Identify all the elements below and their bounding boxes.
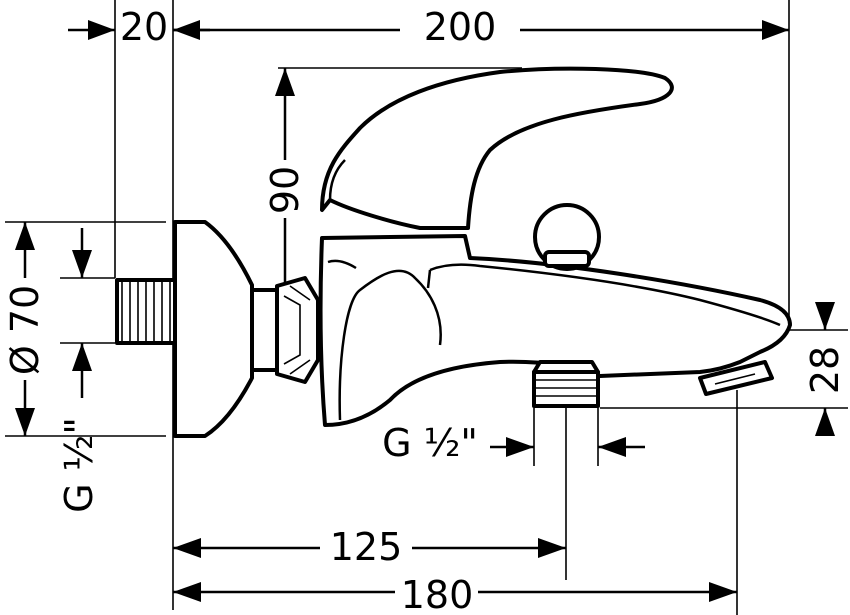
dim-total-length: 200	[424, 5, 497, 49]
wall-flange	[173, 220, 254, 438]
dim-height-lever: 90	[263, 166, 307, 214]
connection-nut	[250, 276, 320, 384]
dim-spout-height: 28	[803, 346, 847, 394]
dimension-labels: 20 200 90 Ø 70 G ½" G ½" 28 125 180	[3, 5, 847, 615]
outlet-connector	[532, 360, 600, 408]
lever-handle	[320, 66, 674, 230]
inlet-nipple	[115, 278, 177, 345]
spout-aerator	[698, 360, 774, 396]
diverter-knob	[533, 203, 601, 271]
dim-spout-reach: 180	[401, 573, 474, 615]
dim-outlet-distance: 125	[330, 525, 403, 569]
dim-flange-diameter: Ø 70	[3, 285, 47, 375]
dim-inlet-thread: G ½"	[57, 417, 101, 513]
dim-offset-wall: 20	[120, 5, 168, 49]
faucet-outline	[115, 66, 792, 438]
dim-outlet-thread: G ½"	[382, 421, 478, 465]
